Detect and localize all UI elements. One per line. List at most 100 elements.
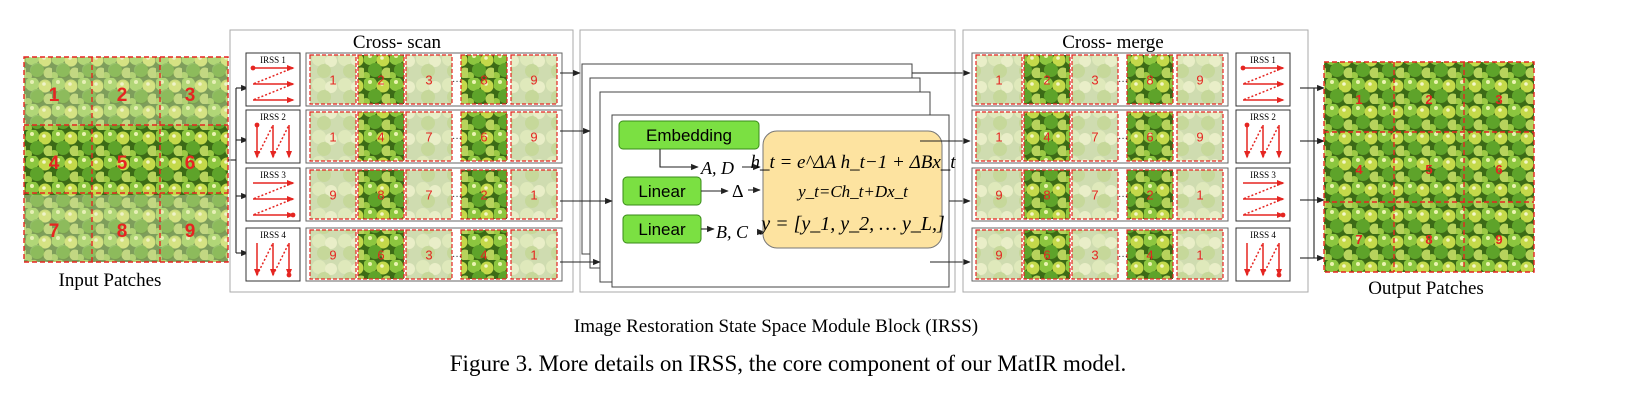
patch-tile: 3 xyxy=(1071,229,1119,280)
patch-tile: 9 xyxy=(1176,54,1224,105)
output-patch-label: 7 xyxy=(1355,232,1362,247)
patch-tile: 8 xyxy=(1126,54,1174,105)
cross-merge-row: IRSS 1 1 2 3 8 9 ··· xyxy=(971,52,1291,107)
patch-tile: 3 xyxy=(405,54,453,105)
input-patch-label: 7 xyxy=(49,221,60,242)
patch-tile: 2 xyxy=(1126,169,1174,220)
input-patch-label: 1 xyxy=(49,85,60,106)
patch-tile: 3 xyxy=(1071,54,1119,105)
patch-label: 1 xyxy=(995,130,1002,145)
output-patch-label: 3 xyxy=(1495,92,1502,107)
scan-order-icon: IRSS 3 xyxy=(1235,167,1291,222)
equation-2: y_t=Ch_t+Dx_t xyxy=(796,182,909,201)
patch-tile: 9 xyxy=(510,54,558,105)
input-to-scan-arrows xyxy=(228,84,249,257)
patch-label: 4 xyxy=(377,130,384,145)
patch-tile: 9 xyxy=(1176,111,1224,162)
scan-order-label: IRSS 3 xyxy=(260,170,286,180)
patch-label: 3 xyxy=(425,248,432,263)
ssm-arrows xyxy=(659,149,765,236)
input-patch-label: 3 xyxy=(185,85,196,106)
ellipsis-dots: ··· xyxy=(452,192,462,203)
output-patch-label: 2 xyxy=(1425,92,1432,107)
ellipsis-dots: ··· xyxy=(1118,77,1128,88)
scan-order-icon: IRSS 2 xyxy=(245,109,301,164)
embedding-box xyxy=(618,120,760,150)
patch-tile: 2 xyxy=(1023,54,1071,105)
patch-tile: 1 xyxy=(975,111,1023,162)
ellipsis-dots: ··· xyxy=(1118,192,1128,203)
output-patch-label: 5 xyxy=(1425,162,1432,177)
patch-tile: 7 xyxy=(405,111,453,162)
patch-tile: 1 xyxy=(1176,169,1224,220)
patch-tile: 6 xyxy=(357,229,405,280)
patch-label: 1 xyxy=(329,73,336,88)
patch-tile: 1 xyxy=(309,111,357,162)
scan-order-icon: IRSS 3 xyxy=(245,167,301,222)
scan-order-label: IRSS 1 xyxy=(1250,55,1276,65)
input-patch-label: 2 xyxy=(117,85,128,106)
patch-tile: 4 xyxy=(1023,111,1071,162)
output-patch-label: 1 xyxy=(1355,92,1362,107)
patch-label: 6 xyxy=(1146,130,1153,145)
input-patch-label: 8 xyxy=(117,221,128,242)
patch-label: 6 xyxy=(1043,248,1050,263)
patch-label: 8 xyxy=(480,73,487,88)
patch-label: 4 xyxy=(1043,130,1050,145)
patch-label: 3 xyxy=(1091,73,1098,88)
scan-order-icon: IRSS 4 xyxy=(1235,227,1291,282)
patch-label: 1 xyxy=(995,73,1002,88)
patch-tile: 4 xyxy=(460,229,508,280)
patch-tile: 9 xyxy=(510,111,558,162)
input-patch-label: 6 xyxy=(185,153,196,174)
patch-tile: 8 xyxy=(1023,169,1071,220)
patch-tile: 4 xyxy=(357,111,405,162)
patch-label: 7 xyxy=(1091,188,1098,203)
ellipsis-dots: ··· xyxy=(452,77,462,88)
patch-label: 8 xyxy=(1146,73,1153,88)
equation-1: h_t = e^ΔA h_t−1 + ΔBx_t xyxy=(750,152,956,173)
linear-label-2: Linear xyxy=(638,220,686,239)
delta-label: Δ xyxy=(732,181,744,201)
patch-label: 9 xyxy=(530,73,537,88)
patch-tile: 3 xyxy=(405,229,453,280)
input-patch-label: 5 xyxy=(117,153,128,174)
patch-tile: 9 xyxy=(975,169,1023,220)
patch-label: 2 xyxy=(377,73,384,88)
patch-label: 9 xyxy=(1196,73,1203,88)
patch-tile: 8 xyxy=(460,54,508,105)
patch-label: 9 xyxy=(995,248,1002,263)
scan-order-label: IRSS 2 xyxy=(260,112,286,122)
patch-label: 9 xyxy=(329,248,336,263)
bc-label: B, C xyxy=(716,222,749,242)
patch-tile: 1 xyxy=(975,54,1023,105)
patch-label: 1 xyxy=(530,188,537,203)
output-patch-label: 9 xyxy=(1495,232,1502,247)
patch-label: 6 xyxy=(480,130,487,145)
cross-merge-title: Cross- merge xyxy=(1062,32,1164,53)
ad-label: A, D xyxy=(700,158,734,178)
patch-tile: 1 xyxy=(1176,229,1224,280)
block-caption: Image Restoration State Space Module Blo… xyxy=(574,316,978,337)
patch-label: 2 xyxy=(480,188,487,203)
merge-to-output-arrows xyxy=(1300,84,1325,262)
patch-label: 2 xyxy=(1043,73,1050,88)
patch-label: 9 xyxy=(329,188,336,203)
patch-label: 4 xyxy=(480,248,487,263)
patch-label: 3 xyxy=(1091,248,1098,263)
patch-tile: 1 xyxy=(510,229,558,280)
input-patch-label: 4 xyxy=(49,153,60,174)
ellipsis-dots: ··· xyxy=(1118,252,1128,263)
patch-tile: 7 xyxy=(405,169,453,220)
scan-order-icon: IRSS 2 xyxy=(1235,109,1291,164)
input-caption: Input Patches xyxy=(59,270,162,291)
equation-3: y = [y_1, y_2, … y_L,] xyxy=(759,213,944,235)
scan-order-icon: IRSS 1 xyxy=(1235,52,1291,107)
scan-order-label: IRSS 3 xyxy=(1250,170,1276,180)
scan-order-label: IRSS 2 xyxy=(1250,112,1276,122)
